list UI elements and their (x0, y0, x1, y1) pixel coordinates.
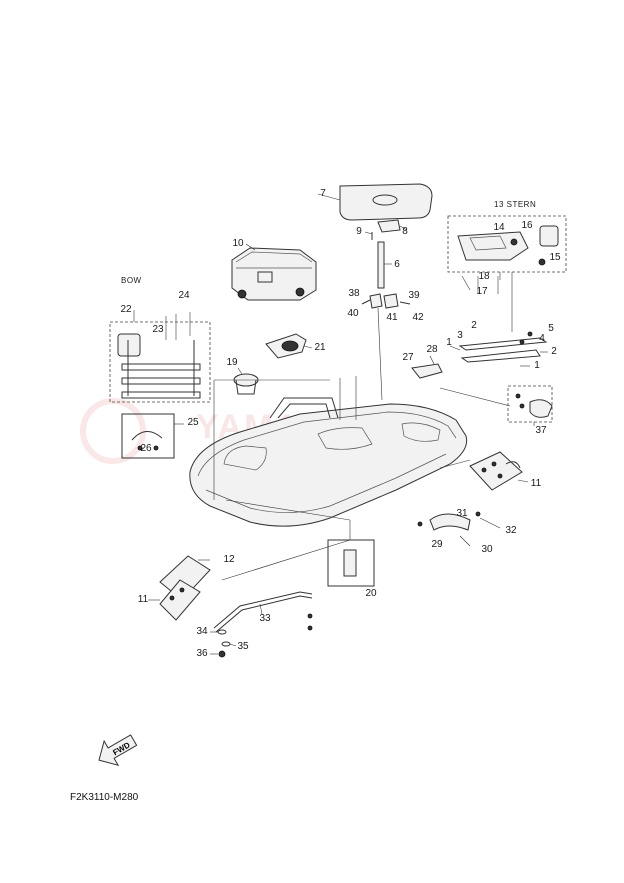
part-label[interactable]: 36 (196, 648, 208, 659)
cooler-box-drawing (231, 243, 317, 301)
part-label[interactable]: 22 (120, 304, 132, 315)
fwd-arrow-icon: FWD (98, 734, 138, 767)
part-label[interactable]: 42 (412, 312, 424, 323)
deck-rails-drawing (449, 331, 548, 367)
part-label[interactable]: 28 (426, 344, 438, 355)
clip-set-drawing (361, 293, 411, 401)
part-label[interactable]: 1 (446, 337, 452, 348)
part-label[interactable]: 9 (356, 226, 362, 237)
fastener-set-drawing (210, 629, 237, 658)
part-label[interactable]: 39 (408, 290, 420, 301)
part-label[interactable]: 2 (471, 320, 477, 331)
bow-ladder-group-drawing (109, 310, 211, 403)
bracket-plate-left-drawing (148, 555, 211, 621)
hatch-bracket-drawing (364, 219, 408, 240)
part-label[interactable]: 19 (226, 357, 238, 368)
part-label[interactable]: 41 (386, 312, 398, 323)
part-label[interactable]: 38 (348, 288, 360, 299)
part-label[interactable]: 32 (505, 525, 517, 536)
mirror-drawing (265, 333, 313, 359)
part-label[interactable]: 37 (535, 425, 547, 436)
part-label[interactable]: 30 (481, 544, 493, 555)
part-label[interactable]: 20 (365, 588, 377, 599)
part-label[interactable]: 18 (478, 271, 490, 282)
part-label[interactable]: 15 (549, 252, 561, 263)
part-label[interactable]: 16 (521, 220, 533, 231)
part-label[interactable]: 24 (178, 290, 190, 301)
stern-group-drawing (447, 215, 567, 332)
bracket-plate-right-drawing (469, 451, 529, 491)
part-label[interactable]: 12 (223, 554, 235, 565)
part-label[interactable]: 4 (539, 333, 545, 344)
part-label[interactable]: 33 (259, 613, 271, 624)
diagram-code: F2K3110-M280 (70, 792, 139, 803)
part-label[interactable]: 11 (137, 594, 149, 605)
cleat-drawing (507, 385, 553, 426)
hand-rail-drawing (213, 591, 313, 633)
rub-rail-drawing (417, 511, 501, 547)
part-label[interactable]: 5 (548, 323, 554, 334)
part-label[interactable]: 17 (476, 286, 488, 297)
part-label[interactable]: 23 (152, 324, 164, 335)
part-label[interactable]: 25 (187, 417, 199, 428)
part-label[interactable]: 7 (320, 188, 326, 199)
part-label[interactable]: 1 (534, 360, 540, 371)
part-label[interactable]: 21 (314, 342, 326, 353)
part-label[interactable]: 34 (196, 626, 208, 637)
part-label[interactable]: 11 (530, 478, 542, 489)
boat-hull-drawing (189, 376, 511, 540)
part-label[interactable]: 40 (347, 308, 359, 319)
part-label[interactable]: 2 (551, 346, 557, 357)
grab-handle-box-drawing (121, 413, 184, 459)
part-label[interactable]: 35 (237, 641, 249, 652)
part-label[interactable]: 6 (394, 259, 400, 270)
support-rod-drawing (377, 241, 392, 289)
part-label[interactable]: 8 (402, 226, 408, 237)
speaker-group-drawing (221, 539, 375, 587)
handle-drawing (411, 355, 443, 379)
part-label[interactable]: 31 (456, 508, 468, 519)
watermark-logo (80, 398, 146, 464)
part-label[interactable]: 26 (140, 443, 152, 454)
stern-label: 13 STERN (494, 200, 537, 209)
hatch-cover-drawing (317, 183, 433, 221)
bow-label: BOW (121, 276, 142, 285)
part-label[interactable]: 10 (232, 238, 244, 249)
cup-holder-drawing (233, 367, 259, 395)
part-label[interactable]: 27 (402, 352, 414, 363)
part-label[interactable]: 14 (493, 222, 505, 233)
part-label[interactable]: 29 (431, 539, 443, 550)
part-label[interactable]: 3 (457, 330, 463, 341)
